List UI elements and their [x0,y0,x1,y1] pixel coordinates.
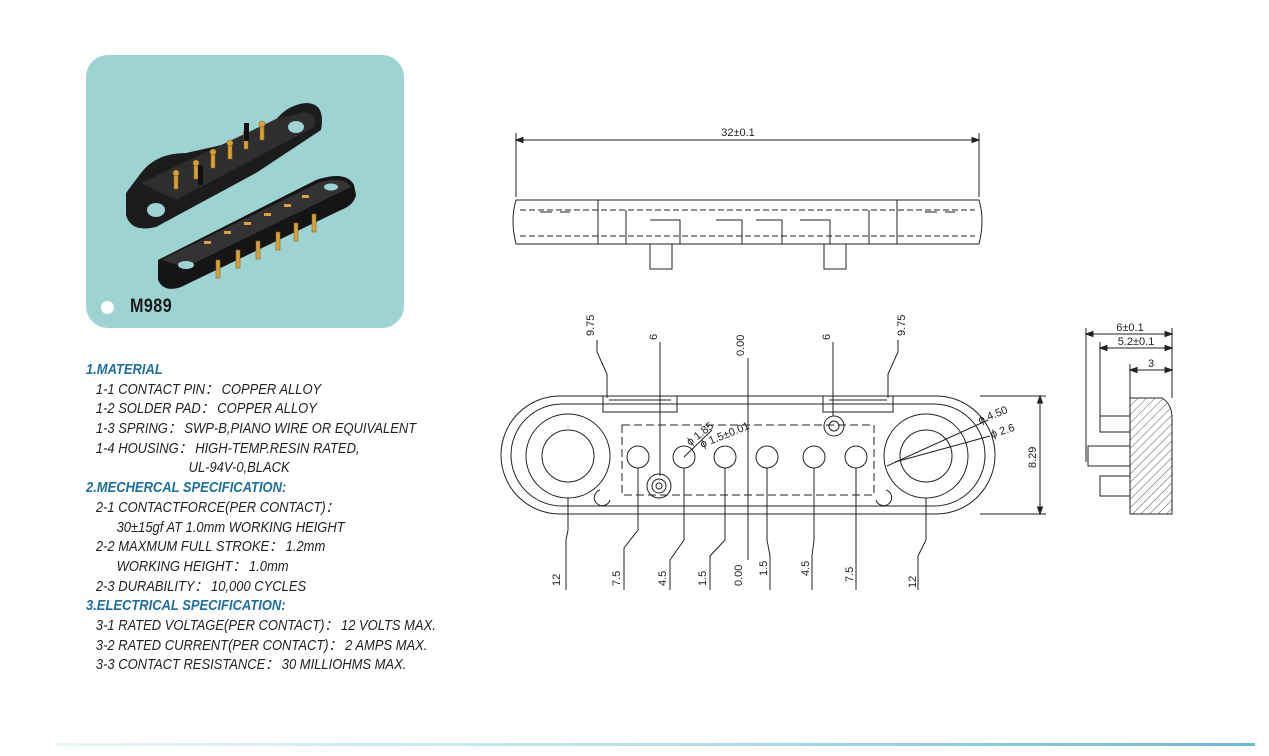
product-photo-card [86,55,404,328]
dim-bottom-label: 4.5 [657,571,669,586]
dim-bottom-label: 12 [907,576,919,588]
dim-top-label: 9.75 [896,315,908,336]
spec-line: 3-3 CONTACT RESISTANCE： 30 MILLIOHMS MAX… [95,657,407,674]
spec-line: 1-1 CONTACT PIN： COPPER ALLOY [95,381,322,398]
dim-top-label: 0.00 [735,335,747,356]
dim-outer-diameter: ϕ 4.50 [977,404,1010,427]
dim-bottom-label: 4.5 [800,561,812,576]
dim-height: 8.29 [1027,447,1039,468]
specifications: 1.MATERIAL 1-1 CONTACT PIN： COPPER ALLOY… [86,361,506,676]
dim-bottom-label: 7.5 [611,571,623,586]
dim-bottom-label: 1.5 [697,571,709,586]
front-view [500,340,1046,590]
spec-line: 2-2 MAXMUM FULL STROKE： 1.2mm [95,539,326,556]
electrical-heading: 3.ELECTRICAL SPECIFICATION: [86,598,286,615]
footer-accent-bar [55,743,1255,746]
model-number: M989 [130,296,173,317]
material-heading: 1.MATERIAL [86,362,163,378]
mechanical-heading: 2.MECHERCAL SPECIFICATION: [86,480,287,497]
spec-line: 2-3 DURABILITY： 10,000 CYCLES [95,578,307,595]
dim-top-label: 6 [648,334,660,340]
spec-line: UL-94V-0,BLACK [188,460,290,477]
top-view [512,133,983,270]
connector-product-image [126,103,356,289]
dim-bottom-label: 1.5 [758,561,770,576]
model-bullet [101,301,114,314]
dim-top-label: 9.75 [585,315,597,336]
spec-line: 1-4 HOUSING： HIGH-TEMP.RESIN RATED, [95,440,360,457]
dim-side-body: 5.2±0.1 [1118,336,1155,348]
spec-line: 3-1 RATED VOLTAGE(PER CONTACT)： 12 VOLTS… [95,617,436,634]
side-view [1084,328,1174,515]
spec-line: 1-2 SOLDER PAD： COPPER ALLOY [95,401,317,418]
dim-side-head: 3 [1148,358,1154,370]
dim-overall-length: 32±0.1 [721,127,755,139]
dim-side-width: 6±0.1 [1116,322,1143,334]
spec-line: 3-2 RATED CURRENT(PER CONTACT)： 2 AMPS M… [95,637,428,654]
spec-line: 1-3 SPRING： SWP-B,PIANO WIRE OR EQUIVALE… [95,421,417,438]
spec-line: WORKING HEIGHT： 1.0mm [116,558,289,575]
dim-top-label: 6 [821,334,833,340]
dim-inner-diameter: ϕ 2.6 [989,422,1016,441]
spec-line: 2-1 CONTACTFORCE(PER CONTACT)： [95,499,339,516]
dim-bottom-label: 0.00 [733,565,745,586]
dim-bottom-label: 12 [551,574,563,586]
dim-bottom-label: 7.5 [844,567,856,582]
spec-line: 30±15gf AT 1.0mm WORKING HEIGHT [116,519,345,536]
